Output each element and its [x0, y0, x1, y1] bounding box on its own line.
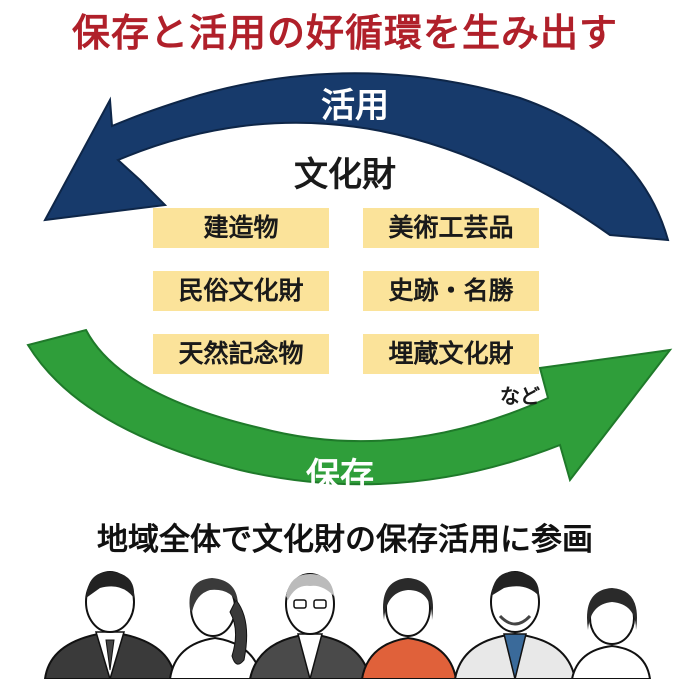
person-man-beard [453, 571, 577, 679]
page-title: 保存と活用の好循環を生み出す [71, 11, 618, 55]
bottom-caption: 地域全体で文化財の保存活用に参画 [97, 522, 593, 558]
bottom-arrow-label: 保存 [306, 456, 374, 496]
person-child-girl [570, 588, 652, 679]
item-fine-arts: 美術工芸品 [363, 208, 539, 248]
person-man-suit-1 [43, 571, 177, 679]
top-arrow-label: 活用 [321, 86, 389, 126]
people-illustration [43, 571, 652, 679]
person-older-man [248, 573, 372, 679]
item-buildings: 建造物 [153, 208, 329, 248]
item-buried-cultural-property: 埋蔵文化財 [363, 334, 539, 374]
cultural-property-heading: 文化財 [294, 155, 396, 195]
item-historic-sites: 史跡・名勝 [363, 271, 539, 311]
person-woman-orange [360, 578, 458, 679]
cycle-arrows [26, 72, 673, 486]
item-natural-monuments: 天然記念物 [153, 334, 329, 374]
item-folk-cultural-property: 民俗文化財 [153, 271, 329, 311]
etc-label: など [500, 384, 540, 408]
top-arrow [43, 72, 670, 242]
bottom-arrow [26, 328, 673, 486]
person-woman-ponytail [168, 578, 264, 679]
